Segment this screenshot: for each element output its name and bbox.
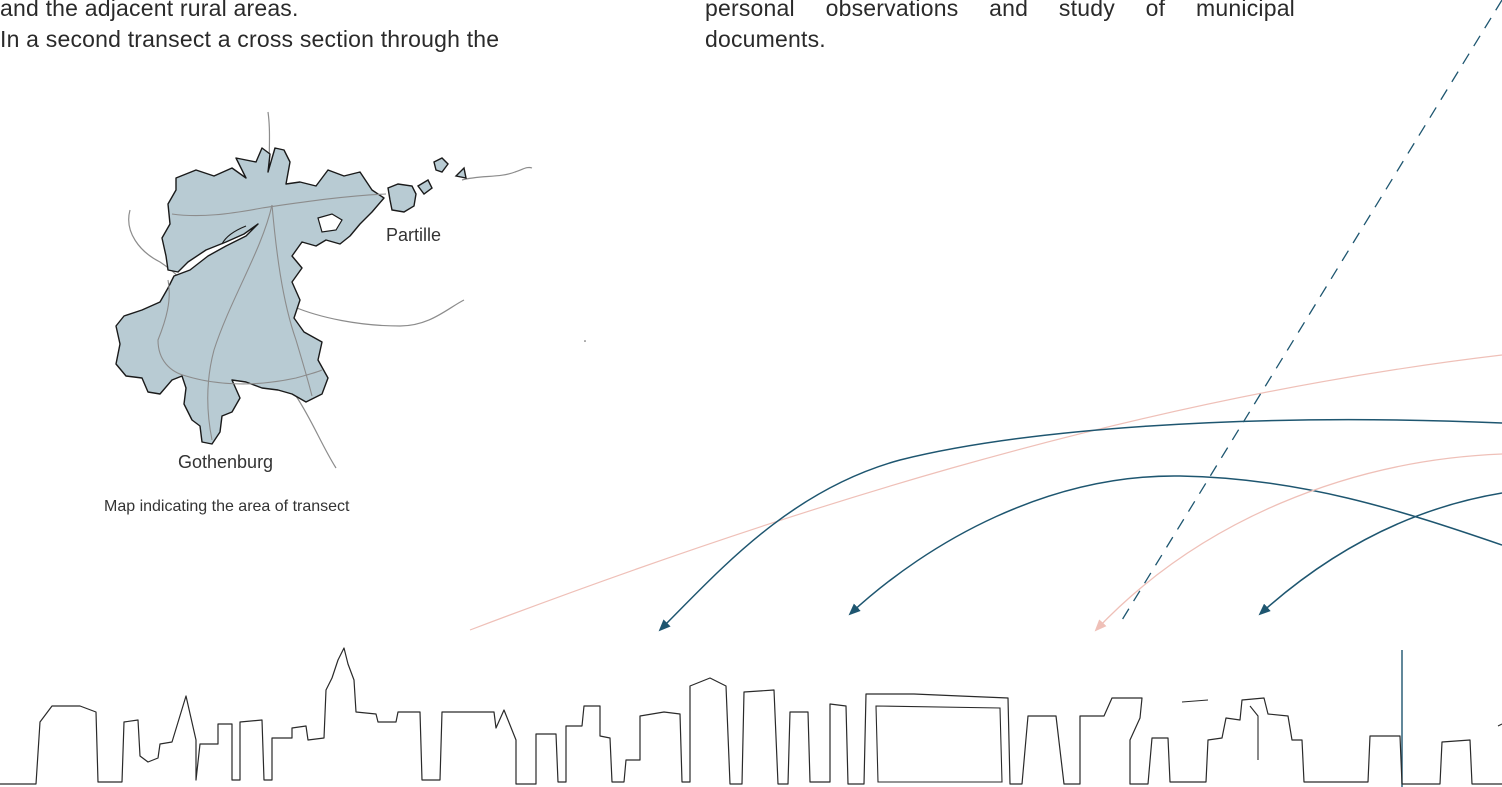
body-text-left: and the adjacent rural areas. In a secon… bbox=[0, 0, 650, 55]
body-text-line: documents. bbox=[705, 26, 826, 52]
arrow-pink bbox=[1094, 453, 1502, 632]
flow-line-pink bbox=[469, 354, 1502, 631]
dashed-sightline bbox=[1121, 0, 1502, 621]
arrow-dark-2 bbox=[848, 475, 1502, 616]
body-text-line: and the adjacent rural areas. bbox=[0, 0, 299, 21]
map-caption: Map indicating the area of transect bbox=[104, 498, 350, 515]
body-text-right: personal observations and study of munic… bbox=[705, 0, 1295, 55]
map-island bbox=[387, 183, 417, 213]
body-text-line: In a second transect a cross section thr… bbox=[0, 26, 500, 52]
map-river bbox=[317, 213, 343, 233]
body-text-line: personal observations and study of munic… bbox=[705, 0, 1295, 21]
map-island bbox=[433, 157, 449, 173]
city-skyline bbox=[0, 647, 1502, 785]
map-label-gothenburg: Gothenburg bbox=[178, 452, 274, 472]
map-label-partille: Partille bbox=[386, 225, 442, 245]
skyline-detail bbox=[1181, 699, 1502, 760]
arrow-dark-3 bbox=[1258, 492, 1502, 616]
map-island bbox=[416, 179, 433, 195]
map-island bbox=[454, 166, 467, 179]
map-roads-internal bbox=[157, 193, 387, 441]
skyline-detail bbox=[875, 705, 1003, 783]
arrow-dark-1 bbox=[658, 418, 1502, 632]
stray-dot bbox=[584, 340, 586, 342]
map-region-shape bbox=[115, 147, 385, 445]
map-river bbox=[221, 225, 247, 245]
